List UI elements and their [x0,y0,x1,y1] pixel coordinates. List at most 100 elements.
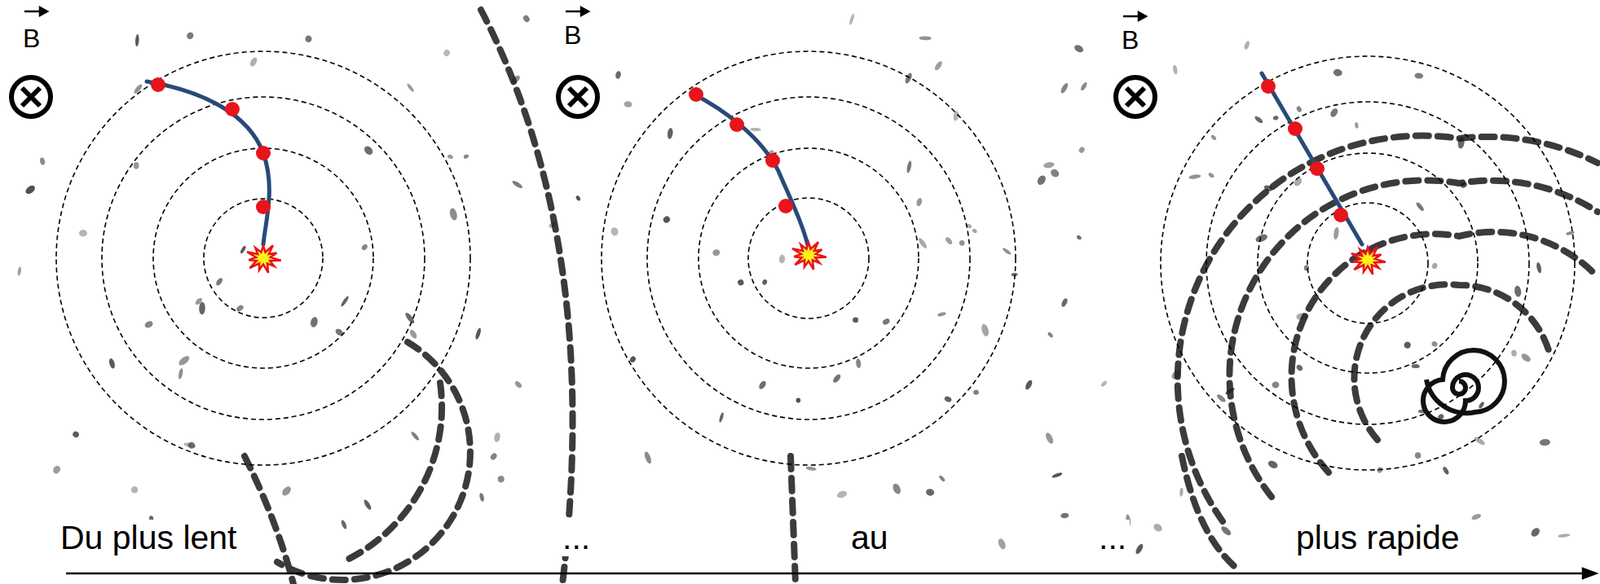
bubble-dot [971,228,979,234]
bubble-dot [280,484,293,498]
bubble-dot [143,320,155,330]
bubble-dot [1100,379,1109,388]
bubble-dot [339,295,350,308]
bubble-dot [493,431,501,443]
bubble-dot [1073,43,1085,54]
bubble-dot [448,207,459,222]
speed-axis [66,568,1596,579]
bubble-dot [1049,167,1061,179]
bubble-dot [1172,64,1178,75]
bubble-dot [1414,72,1424,80]
bubble-dot [511,179,524,190]
bubble-dot [462,154,470,160]
bubble-dot [749,127,762,132]
bubble-dot [1253,114,1265,124]
bubble-dot [666,127,674,141]
bubble-dot [176,354,191,368]
bubble-dot [918,35,931,40]
bubble-dot [1332,68,1343,77]
bubble-dot [489,452,499,462]
particle-tracks [146,73,1362,249]
bubble-dot [1188,174,1201,181]
bubble-dot [1215,393,1227,405]
field-symbols [11,7,1155,117]
bubble-dot [1272,114,1279,121]
bubble-dot [1059,82,1070,95]
bubble-dot [881,317,891,327]
reference-circles [56,51,1575,471]
bubble-dot [1402,340,1413,351]
bubble-dot [135,34,140,47]
bubble-dot [661,215,671,225]
bubble-dot [937,311,947,318]
bubble-dots [17,13,1575,556]
bubble-dot [1332,226,1340,240]
bubble-dot [446,154,454,160]
bubble-dot [362,144,375,157]
bubble-dot [925,488,935,497]
bubble-dot [1471,513,1483,522]
track-arc [1353,284,1549,441]
bubble-dot [1539,439,1552,447]
bubble-dot [1242,40,1251,51]
bubble-dot [79,229,89,238]
bubble-dot [1520,352,1533,364]
bubble-dot [408,328,419,340]
bubble-dot [409,431,420,442]
bubble-dot [643,450,653,465]
bubble-dot [1266,459,1279,471]
collision-star [792,242,827,270]
bubble-dot [711,248,721,257]
bubble-dot [761,278,768,286]
bubble-dot [248,56,259,68]
bubble-dot [360,243,369,252]
bubble-dot [1354,122,1359,129]
bubble-dot [404,311,416,325]
bubble-dot [497,475,506,484]
bubble-dot [442,48,452,58]
bubble-dot [1060,512,1070,519]
bubble-dot [1414,201,1425,212]
bubble-dot [1254,233,1269,244]
bubble-dot [916,237,928,250]
bubble-dot [239,245,247,255]
bubble-dot [1075,234,1083,241]
bubble-dot [610,226,620,237]
collision-star [246,245,282,274]
bubble-dot [24,184,37,196]
bubble-dot [915,197,923,208]
bubble-dot [1329,106,1340,119]
bubble-dot [183,441,197,450]
fast-track [1261,73,1362,245]
bubble-dot [305,35,313,43]
bubble-dot [943,395,953,404]
axis-label: ... [1095,520,1130,557]
track-arc [342,383,442,563]
bubble-dot [215,277,225,287]
bubble-dot [614,70,622,80]
axis-label: plus rapide [1292,520,1464,557]
bubble-dot [362,498,373,512]
bubble-dot [1207,171,1216,179]
track-arc [1181,456,1239,571]
axis-label: au [847,520,892,557]
bubble-dot [996,537,1007,551]
bubble-dot [778,254,785,264]
bubble-dot [903,71,914,84]
track-line [790,456,796,584]
bubble-dot [980,323,991,338]
bubble-dot [1179,487,1184,498]
bubble-dot [848,13,856,26]
bubble-dot [891,482,903,496]
bubble-dot [1210,134,1218,142]
field-label: B [560,21,585,50]
position-dots [150,77,1349,223]
bubble-dot [17,266,23,276]
bubble-dot [836,489,849,500]
bubble-dot [1079,81,1089,92]
bubble-dot [513,380,523,390]
bubble-dot [39,157,46,166]
collision-stars [246,242,1386,275]
medium-track [691,92,809,249]
bubble-dot [1001,246,1013,256]
